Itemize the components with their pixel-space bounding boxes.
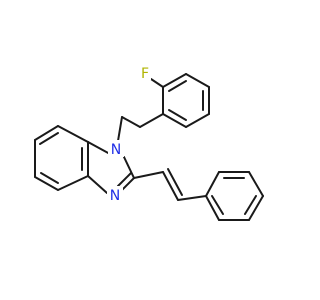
double-bond xyxy=(168,109,187,121)
bond xyxy=(248,195,264,221)
imidazole-ring xyxy=(87,141,135,194)
bond xyxy=(87,141,111,155)
phenyl-ring xyxy=(205,171,264,221)
bond xyxy=(123,156,135,179)
bond xyxy=(117,116,123,142)
atom-label-bg xyxy=(108,140,124,157)
bond xyxy=(34,176,59,191)
benzo-ring xyxy=(34,125,89,191)
bond xyxy=(205,195,220,221)
bond xyxy=(87,175,108,194)
double-bond xyxy=(117,172,132,187)
bond xyxy=(139,113,164,128)
atom-label-bg xyxy=(107,186,123,203)
double-bond xyxy=(39,132,59,145)
bond xyxy=(57,125,89,143)
bond xyxy=(57,175,89,191)
bond xyxy=(185,113,210,128)
bond xyxy=(150,78,164,88)
double-bond xyxy=(167,168,183,196)
double-bond xyxy=(211,195,224,215)
structure-canvas: F N N xyxy=(34,64,264,221)
bond xyxy=(121,116,141,128)
atom-label-bg xyxy=(139,64,151,80)
bond xyxy=(133,171,164,179)
bond xyxy=(162,113,187,128)
fluorophenyl-ring xyxy=(162,73,210,128)
double-bond xyxy=(40,172,59,184)
bond xyxy=(205,171,220,197)
double-bond xyxy=(168,80,187,92)
bond xyxy=(177,195,207,201)
bond xyxy=(34,125,59,141)
atom-label-nitrogen-3: N xyxy=(110,188,120,204)
bond xyxy=(185,73,210,88)
bond xyxy=(162,171,179,201)
bond xyxy=(248,171,264,197)
bond xyxy=(162,73,187,88)
double-bond xyxy=(244,195,257,215)
atom-label-fluorine: F xyxy=(141,66,149,82)
atom-label-nitrogen-1: N xyxy=(111,142,121,158)
